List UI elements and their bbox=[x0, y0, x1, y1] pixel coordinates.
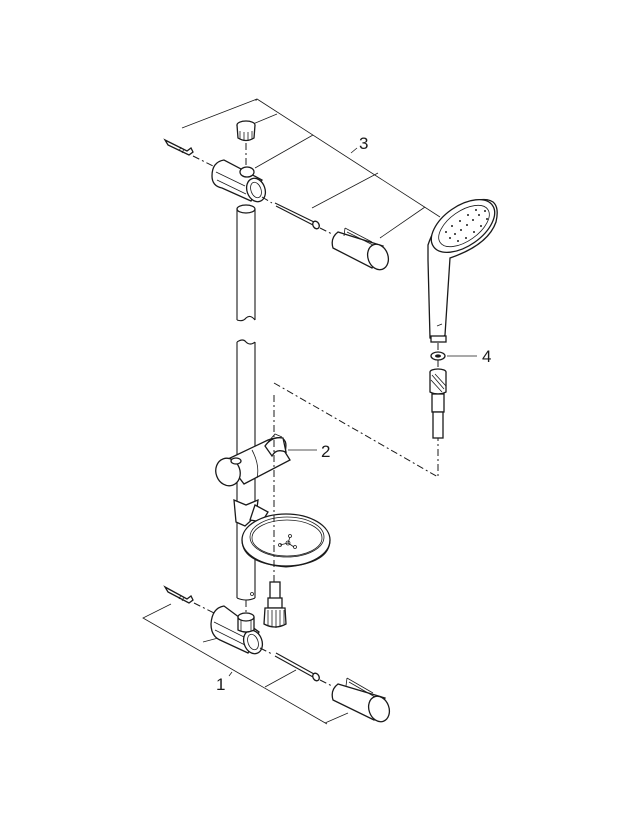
callout-3-leader-lines bbox=[181, 98, 441, 239]
axis-line bbox=[259, 647, 273, 655]
lower-hose-nut bbox=[263, 581, 287, 628]
hose-nut bbox=[429, 368, 447, 439]
upper-wall-dowel bbox=[163, 138, 194, 156]
washer bbox=[430, 351, 446, 361]
slider bbox=[215, 433, 291, 487]
upper-wall-bracket bbox=[211, 159, 267, 203]
upper-screw bbox=[274, 202, 320, 230]
callout-label-4: 4 bbox=[482, 347, 492, 366]
lower-screw bbox=[274, 652, 320, 682]
axis-line bbox=[193, 602, 215, 614]
axis-line bbox=[273, 382, 439, 478]
axis-line bbox=[319, 679, 333, 687]
soap-dish bbox=[233, 498, 331, 568]
upper-plug bbox=[236, 120, 256, 142]
callout-label-3: 3 bbox=[359, 134, 369, 153]
axis-line bbox=[192, 155, 216, 168]
upper-cover-cap bbox=[331, 227, 390, 271]
lower-wall-bracket bbox=[210, 605, 264, 655]
spray-nozzles bbox=[445, 209, 488, 242]
axis-line bbox=[319, 227, 333, 235]
lower-wall-dowel bbox=[163, 585, 194, 604]
callout-label-2: 2 bbox=[321, 442, 331, 461]
lower-cover-cap bbox=[331, 677, 391, 723]
callout-label-1: 1 bbox=[216, 675, 226, 694]
callout-1-leader-lines bbox=[142, 603, 349, 725]
axis-line bbox=[261, 196, 273, 204]
drain-icon bbox=[278, 534, 297, 549]
shower-rail-upper bbox=[236, 204, 256, 322]
hand-shower bbox=[427, 198, 498, 343]
